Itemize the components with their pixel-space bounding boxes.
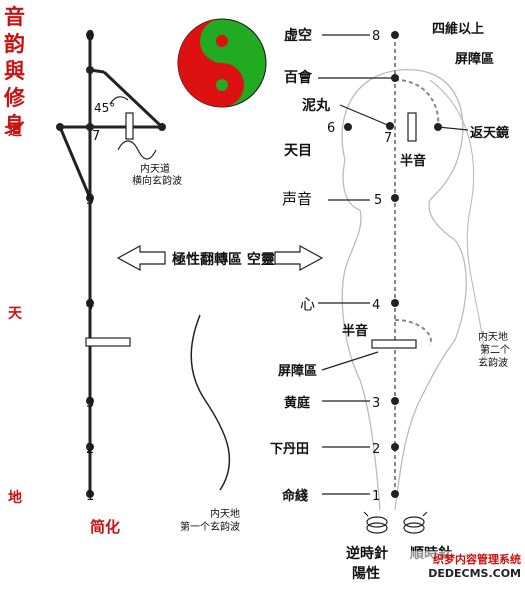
label-baihui: 百會 (284, 69, 313, 86)
left-nodes (56, 31, 166, 498)
right-tick-7: 7 (384, 131, 392, 146)
mid-wave-label-2: 第一个玄韵波 (180, 520, 240, 533)
right-tick-6: 6 (327, 121, 335, 136)
middle-wave (190, 314, 231, 491)
outer-wave (429, 79, 486, 361)
watermark-line-1: 织梦内容管理系统 (433, 553, 521, 566)
title-char-5: 身 (4, 113, 25, 137)
label-huangting: 黄庭 (284, 395, 311, 411)
right-tick-2: 2 (372, 442, 380, 457)
title-char-4: 修 (3, 86, 26, 110)
left-mirror-bar (125, 112, 134, 140)
label-pingzhang-upper: 屏障區 (455, 51, 494, 67)
left-tick-1: 1 (86, 489, 94, 504)
left-wave-label-1: 内天道 (140, 162, 170, 175)
left-barrier-bar (85, 337, 131, 347)
title-char-3: 與 (4, 59, 25, 83)
watermark: 织梦内容管理系统 DEDECMS.COM (409, 551, 521, 587)
right-tick-1: 1 (372, 489, 380, 504)
top-right-label: 四維以上 (432, 21, 484, 37)
ccw-rotation-icon (363, 511, 388, 534)
right-arrow-icon (274, 244, 324, 272)
left-wave (117, 140, 157, 160)
label-shengyin: 声音 (282, 190, 312, 208)
side-label-dao: 道 (8, 122, 22, 139)
rotation-left-sub: 陽性 (352, 565, 380, 582)
flip-region-label: 極性翻轉區 空靈 (172, 251, 275, 268)
left-tick-8: 8 (86, 29, 94, 44)
right-channel-lower (394, 319, 432, 346)
label-pingzhang-lower: 屏障區 (278, 363, 317, 379)
label-mingxian: 命綫 (281, 488, 308, 504)
angle-arc (109, 96, 129, 105)
title-char-2: 韵 (4, 32, 25, 56)
inner-wave-2-label-1: 内天地 (478, 330, 508, 343)
right-connectors (318, 34, 469, 495)
left-wave-label-2: 横向玄韵波 (132, 174, 182, 187)
left-tick-2: 2 (86, 442, 94, 457)
label-xin: 心 (300, 295, 315, 313)
label-fantianjing: 返天鏡 (470, 125, 509, 141)
label-xiadantian: 下丹田 (270, 442, 309, 457)
right-tick-4: 4 (372, 298, 380, 313)
right-channel-upper (394, 79, 440, 126)
left-axis (58, 35, 164, 495)
side-label-tian: 天 (8, 306, 23, 322)
inner-wave-2-label-3: 玄韵波 (478, 356, 508, 369)
label-nimaru: 泥丸 (302, 97, 331, 114)
right-tick-8: 8 (372, 29, 380, 44)
right-nodes (344, 31, 442, 498)
left-tick-3: 3 (86, 396, 94, 411)
label-tianmu: 天目 (284, 143, 312, 159)
body-outline (341, 69, 467, 511)
rotation-left: 逆時針 (346, 545, 388, 562)
left-tick-7: 7 (92, 129, 100, 144)
watermark-line-2: DEDECMS.COM (428, 567, 521, 580)
angle-label: 45° (94, 101, 115, 115)
title-char-1: 音 (4, 5, 25, 29)
cw-rotation-icon (403, 511, 428, 534)
left-arrow-icon (116, 244, 166, 272)
left-caption: 简化 (90, 518, 120, 536)
left-tick-4: 4 (86, 298, 94, 313)
right-mirror-bar (407, 112, 417, 142)
label-banyin-upper: 半音 (400, 153, 426, 169)
label-banyin-lower: 半音 (342, 323, 368, 339)
inner-wave-2-label-2: 第二个 (480, 343, 510, 356)
right-tick-3: 3 (372, 396, 380, 411)
side-label-di: 地 (8, 489, 22, 506)
yin-yang-icon (177, 18, 267, 108)
right-tick-5: 5 (374, 193, 382, 208)
mid-wave-label-1: 内天地 (210, 507, 240, 520)
label-xukong: 虚空 (284, 27, 312, 44)
right-barrier-bar (371, 339, 417, 349)
left-tick-5: 5 (86, 193, 94, 208)
